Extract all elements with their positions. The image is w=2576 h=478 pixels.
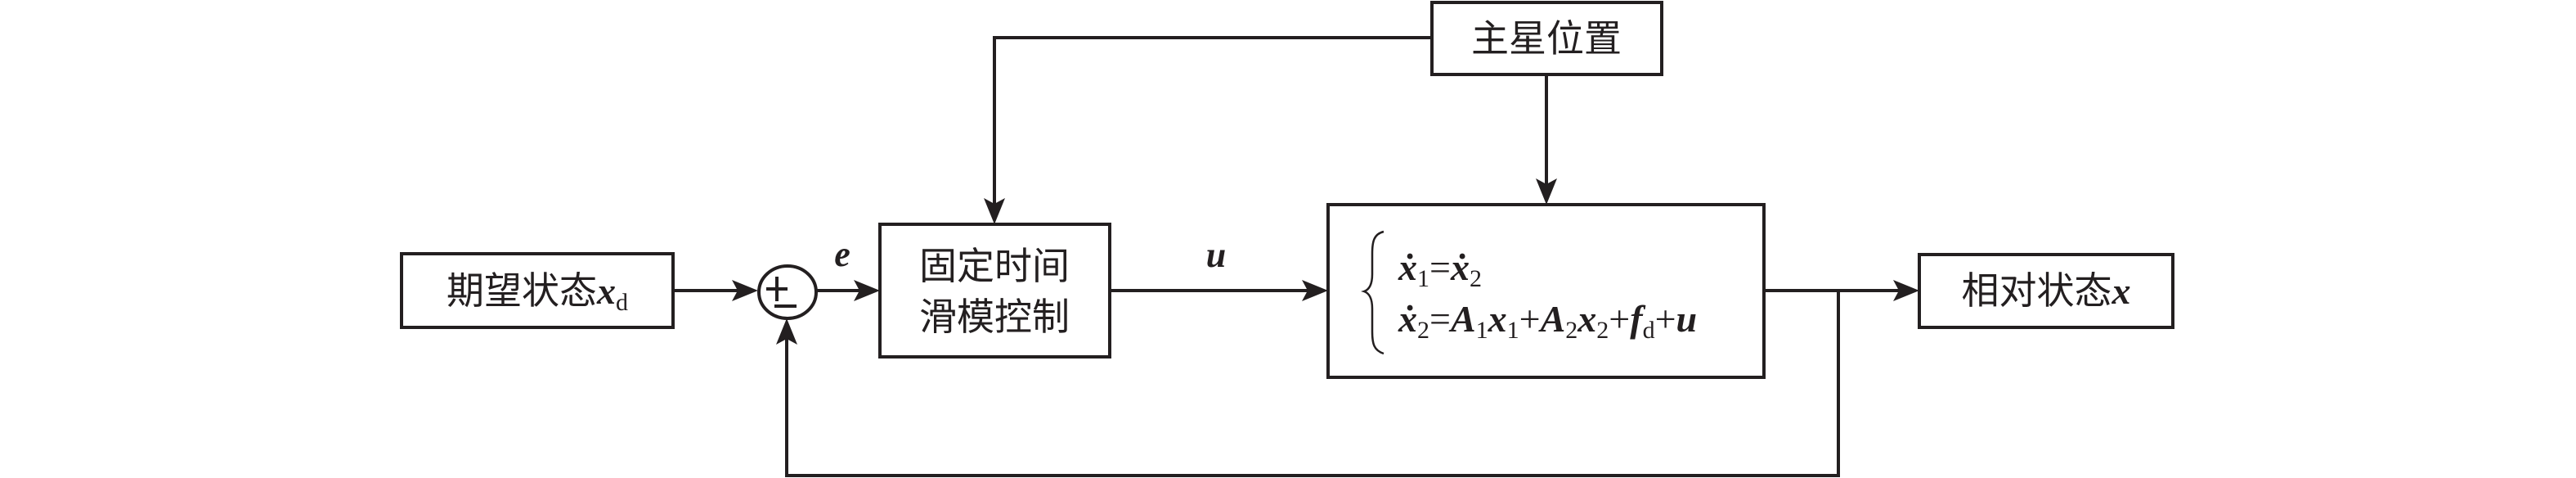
controller-label-line1: 固定时间 [919,244,1070,288]
desired-state-block: 期望状态xd [400,252,675,329]
desired-state-label: 期望状态xd [447,268,628,316]
arrowhead-into-controller [854,280,880,301]
controller-block: 固定时间 滑模控制 [878,223,1111,358]
arrowhead-chief-into-plant [1536,178,1557,205]
arrowhead-chief-into-controller [984,198,1005,224]
relative-state-label: 相对状态x [1962,268,2131,313]
arrowhead-into-output [1893,280,1919,301]
chief-position-block: 主星位置 [1430,1,1663,76]
left-brace [1361,230,1384,355]
relative-state-block: 相对状态x [1918,253,2174,329]
wire-chief-to-controller [993,36,1432,211]
error-signal-label: e [834,234,850,274]
arrowhead-into-sum [732,280,758,301]
chief-position-label: 主星位置 [1471,16,1622,61]
control-signal-label: u [1206,235,1226,275]
summing-junction [757,264,818,320]
arrowhead-into-plant [1302,280,1328,301]
equation-2: ẋ2=A1x1+A2x2+fd+u [1398,298,1697,344]
controller-label-line2: 滑模控制 [919,295,1070,339]
equation-1: ẋ1=ẋ2 [1398,246,1482,292]
plant-dynamics-block: ẋ1=ẋ2 ẋ2=A1x1+A2x2+fd+u [1326,203,1766,379]
arrowhead-feedback-into-sum [776,318,797,345]
connections [673,36,1919,477]
feedback-wire [785,291,1840,477]
